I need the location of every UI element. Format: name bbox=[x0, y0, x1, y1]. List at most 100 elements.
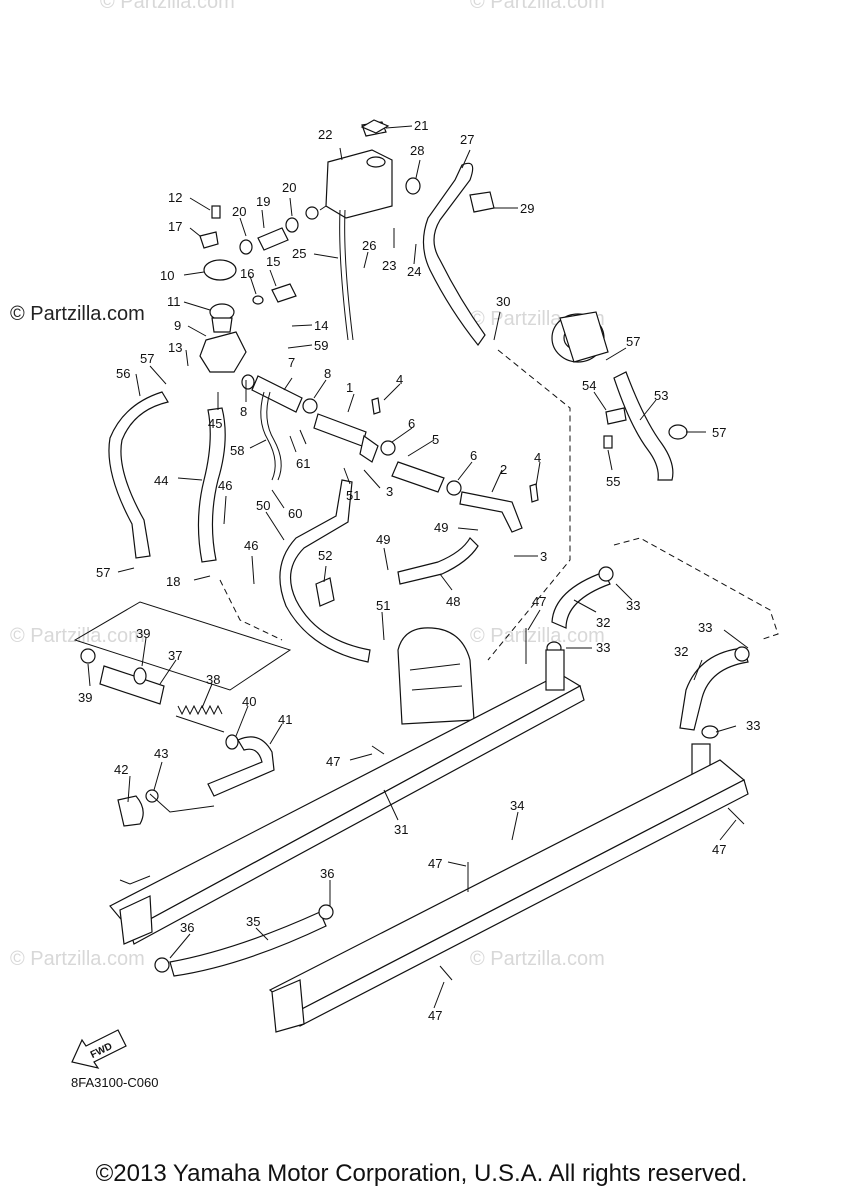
part-label: 33 bbox=[626, 598, 640, 613]
part-label: 4 bbox=[396, 372, 403, 387]
copyright-notice: ©2013 Yamaha Motor Corporation, U.S.A. A… bbox=[95, 1160, 748, 1187]
part-label: 54 bbox=[582, 378, 596, 393]
part-label: 60 bbox=[288, 506, 302, 521]
part-label: 13 bbox=[168, 340, 182, 355]
part-label: 51 bbox=[376, 598, 390, 613]
part-label: 24 bbox=[407, 264, 421, 279]
part-label: 49 bbox=[434, 520, 448, 535]
hose-48 bbox=[397, 537, 479, 585]
rail-31 bbox=[109, 673, 585, 945]
part-label: 59 bbox=[314, 338, 328, 353]
part-label: 44 bbox=[154, 473, 168, 488]
part-label: 16 bbox=[240, 266, 254, 281]
reference-line bbox=[219, 579, 283, 641]
part-label: 33 bbox=[596, 640, 610, 655]
part-label: 29 bbox=[520, 201, 534, 216]
part-label: 31 bbox=[394, 822, 408, 837]
engine-cover bbox=[397, 627, 475, 725]
part-label: 53 bbox=[654, 388, 668, 403]
part-label: 57 bbox=[626, 334, 640, 349]
brand-mark: © Partzilla.com bbox=[10, 303, 145, 325]
part-label: 22 bbox=[318, 127, 332, 142]
hose-35 bbox=[154, 904, 334, 977]
elbow bbox=[117, 795, 144, 827]
hose-clamp bbox=[405, 177, 421, 195]
hose-7 bbox=[241, 374, 318, 481]
part-label: 9 bbox=[174, 318, 181, 333]
part-label: 50 bbox=[256, 498, 270, 513]
hose-56 bbox=[108, 391, 169, 559]
clip bbox=[315, 577, 335, 607]
part-label: 12 bbox=[168, 190, 182, 205]
part-label: 39 bbox=[136, 626, 150, 641]
part-label: 47 bbox=[712, 842, 726, 857]
pipe-2 bbox=[459, 483, 539, 533]
part-label: 8 bbox=[240, 404, 247, 419]
part-label: 36 bbox=[180, 920, 194, 935]
part-label: 32 bbox=[596, 615, 610, 630]
hose-50 bbox=[279, 479, 371, 663]
part-label: 23 bbox=[382, 258, 396, 273]
part-label: 48 bbox=[446, 594, 460, 609]
pipe-1 bbox=[313, 397, 381, 463]
part-label: 43 bbox=[154, 746, 168, 761]
water-pump bbox=[551, 311, 609, 363]
part-label: 46 bbox=[218, 478, 232, 493]
part-label: 35 bbox=[246, 914, 260, 929]
watermark: © Partzilla.com bbox=[470, 0, 605, 13]
part-label: 20 bbox=[282, 180, 296, 195]
spring bbox=[175, 704, 225, 733]
hose-clamp bbox=[598, 566, 614, 582]
fwd-arrow-icon: FWD bbox=[71, 1029, 127, 1069]
hose-clamp bbox=[469, 191, 495, 213]
part-label: 18 bbox=[166, 574, 180, 589]
part-label: 34 bbox=[510, 798, 524, 813]
watermark: © Partzilla.com bbox=[100, 0, 235, 13]
diagram-code: 8FA3100-C060 bbox=[71, 1075, 159, 1090]
part-label: 6 bbox=[408, 416, 415, 431]
part-label: 17 bbox=[168, 219, 182, 234]
part-label: 20 bbox=[232, 204, 246, 219]
part-label: 49 bbox=[376, 532, 390, 547]
hose-27 bbox=[422, 162, 486, 347]
part-labels: 21 22 28 27 29 12 17 20 19 20 10 15 16 1… bbox=[78, 118, 760, 1023]
part-label: 1 bbox=[346, 380, 353, 395]
part-label: 5 bbox=[432, 432, 439, 447]
hose-53 bbox=[613, 371, 674, 481]
hose-clamp bbox=[734, 646, 750, 662]
hose-32 bbox=[551, 571, 749, 731]
part-label: 10 bbox=[160, 268, 174, 283]
short-hose bbox=[239, 217, 299, 255]
reference-line bbox=[613, 537, 779, 641]
hose-41 bbox=[207, 734, 275, 797]
part-label: 57 bbox=[96, 565, 110, 580]
part-label: 52 bbox=[318, 548, 332, 563]
group-outline bbox=[73, 601, 292, 691]
part-label: 61 bbox=[296, 456, 310, 471]
part-label: 2 bbox=[500, 462, 507, 477]
part-label: 57 bbox=[140, 351, 154, 366]
hose-44 bbox=[197, 407, 226, 563]
leader-lines bbox=[87, 125, 749, 1009]
part-label: 40 bbox=[242, 694, 256, 709]
part-label: 28 bbox=[410, 143, 424, 158]
watermark: © Partzilla.com bbox=[470, 625, 605, 647]
bolt bbox=[603, 435, 613, 449]
part-label: 45 bbox=[208, 416, 222, 431]
part-label: 38 bbox=[206, 672, 220, 687]
part-label: 56 bbox=[116, 366, 130, 381]
part-label: 19 bbox=[256, 194, 270, 209]
part-label: 58 bbox=[230, 443, 244, 458]
part-label: 55 bbox=[606, 474, 620, 489]
hose-clamp bbox=[701, 725, 719, 739]
hose-37 bbox=[80, 648, 165, 705]
hose-5 bbox=[380, 440, 462, 496]
hose-clamp bbox=[668, 424, 688, 440]
part-label: 41 bbox=[278, 712, 292, 727]
part-label: 25 bbox=[292, 246, 306, 261]
part-label: 42 bbox=[114, 762, 128, 777]
part-label: 14 bbox=[314, 318, 328, 333]
radiator-cap bbox=[360, 119, 390, 134]
part-label: 51 bbox=[346, 488, 360, 503]
bracket bbox=[605, 407, 627, 425]
